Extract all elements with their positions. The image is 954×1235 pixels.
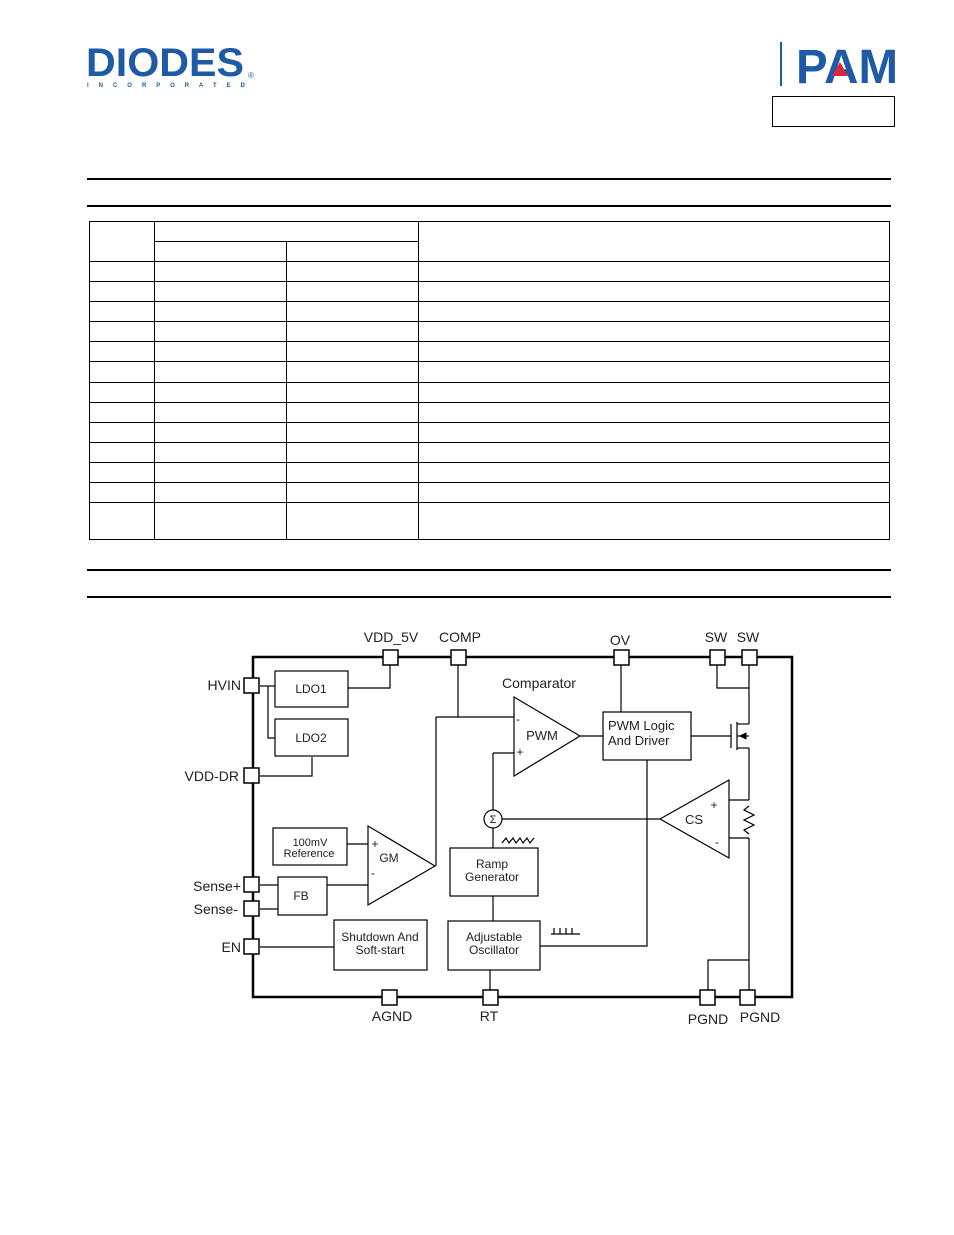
- pin-label-vdd5v: VDD_5V: [364, 629, 419, 645]
- section-rule-top-2: [87, 205, 891, 207]
- pin-sense-minus: [243, 900, 260, 917]
- pin-pgnd-2: [739, 989, 756, 1006]
- pwm-minus-sign: -: [516, 712, 520, 726]
- pwm-logic-block: [602, 711, 692, 761]
- functional-block-diagram: VDD_5V COMP OV SW SW HVIN VDD-DR Sense+ …: [185, 629, 794, 1027]
- pin-label-en: EN: [222, 939, 241, 955]
- gm-amplifier: [367, 824, 437, 907]
- diodes-logo-text: DIODES: [86, 41, 244, 85]
- table-row: [89, 281, 890, 303]
- pin-agnd: [381, 989, 398, 1006]
- pin-description-table: [89, 220, 890, 541]
- pin-label-sw-1: SW: [705, 629, 728, 645]
- pin-label-sw-2: SW: [737, 629, 760, 645]
- oscillator-label-2: Oscillator: [469, 943, 519, 957]
- section-rule-mid-1: [87, 569, 891, 571]
- reference-label-2: Reference: [284, 848, 335, 860]
- diodes-logo: DIODES ® I N C O R P O R A T E D: [86, 41, 254, 89]
- pwm-comparator: [513, 695, 582, 778]
- pin-label-vdd-dr: VDD-DR: [185, 768, 239, 784]
- table-row: [89, 401, 890, 423]
- fb-label: FB: [293, 889, 308, 903]
- chip-outline: [251, 655, 794, 999]
- pin-label-pgnd-2: PGND: [740, 1009, 780, 1025]
- table-row: [89, 261, 890, 283]
- ldo2-block: [274, 718, 349, 757]
- pin-label-sense-plus: Sense+: [193, 878, 241, 894]
- diodes-registered-mark: ®: [248, 71, 254, 80]
- table-header-cell: [418, 220, 890, 263]
- shutdown-label-2: Soft-start: [356, 943, 405, 957]
- pin-hvin: [243, 677, 260, 694]
- pin-label-sense-minus: Sense-: [194, 901, 239, 917]
- table-row: [89, 341, 890, 363]
- table-row: [89, 361, 890, 383]
- gm-plus-sign: +: [371, 837, 378, 851]
- ramp-label-2: Generator: [465, 870, 519, 884]
- cs-minus-sign: -: [715, 835, 719, 849]
- pin-label-ov: OV: [610, 632, 631, 648]
- ldo1-label: LDO1: [295, 682, 327, 696]
- table-row: [89, 461, 890, 483]
- mosfet-arrow-icon: [738, 732, 747, 740]
- table-header-row: [89, 220, 890, 263]
- ramp-label-1: Ramp: [476, 857, 508, 871]
- table-header-cell: [89, 220, 155, 263]
- oscillator-label-1: Adjustable: [466, 930, 522, 944]
- pin-vdd-dr: [243, 767, 260, 784]
- table-row: [89, 441, 890, 463]
- shutdown-block: [333, 919, 428, 971]
- ldo1-block: [274, 670, 349, 708]
- summing-node-symbol: Σ: [490, 814, 497, 826]
- table-row: [89, 321, 890, 343]
- section-rule-top-1: [87, 178, 891, 180]
- pam-logo-accent-icon: [832, 62, 848, 76]
- pin-sw-1: [709, 649, 726, 666]
- fb-block: [277, 876, 328, 916]
- pwm-logic-label-1: PWM Logic: [608, 718, 675, 733]
- pin-label-agnd: AGND: [372, 1008, 412, 1024]
- pwm-logic-label-2: And Driver: [608, 733, 670, 748]
- table-header-cell: [286, 241, 419, 263]
- pin-rt: [482, 989, 499, 1006]
- pin-label-rt: RT: [480, 1008, 499, 1024]
- table-header-cell: [154, 220, 419, 243]
- section-rule-mid-2: [87, 596, 891, 598]
- pin-sw-2: [741, 649, 758, 666]
- ldo2-label: LDO2: [295, 731, 327, 745]
- table-header-cell: [154, 241, 287, 263]
- reference-block: [272, 827, 348, 866]
- reference-label-1: 100mV: [293, 837, 329, 849]
- pin-label-hvin: HVIN: [208, 677, 241, 693]
- pin-label-comp: COMP: [439, 629, 481, 645]
- pin-vdd5v: [382, 649, 399, 666]
- pin-pgnd-1: [699, 989, 716, 1006]
- summing-node: [483, 809, 503, 829]
- oscillator-block: [447, 920, 541, 971]
- comparator-label: Comparator: [502, 675, 576, 691]
- pam-logo: PAM: [780, 41, 898, 88]
- gm-label: GM: [379, 851, 398, 865]
- shutdown-label-1: Shutdown And: [341, 930, 418, 944]
- cs-label: CS: [685, 812, 703, 827]
- cs-amplifier: [658, 778, 730, 860]
- table-row: [89, 381, 890, 403]
- part-number-box: [772, 96, 895, 127]
- gm-minus-sign: -: [371, 866, 375, 880]
- pin-comp: [450, 649, 467, 666]
- wires: [260, 665, 756, 990]
- pwm-label: PWM: [526, 728, 558, 743]
- table-row: [89, 421, 890, 443]
- table-row: [89, 481, 890, 503]
- cs-plus-sign: +: [710, 798, 717, 812]
- pin-sense-plus: [243, 876, 260, 893]
- pwm-plus-sign: +: [516, 745, 523, 759]
- pin-en: [243, 938, 260, 955]
- ramp-generator-block: [449, 847, 539, 897]
- pin-label-pgnd-1: PGND: [688, 1011, 728, 1027]
- table-row: [89, 301, 890, 323]
- table-row: [89, 501, 890, 541]
- pin-ov: [613, 649, 630, 666]
- pam-logo-text: PAM: [796, 41, 898, 88]
